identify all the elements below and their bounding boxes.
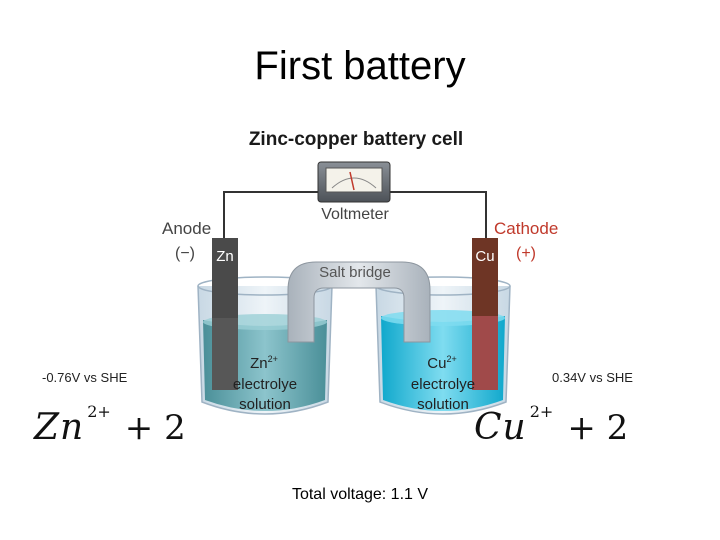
zn-electrode-label: Zn [216, 248, 234, 265]
copper-ion-symbol: Cu [474, 407, 527, 448]
anode-potential-label: -0.76V vs SHE [42, 370, 128, 385]
cathode-sign: (+) [516, 245, 536, 262]
slide-title: First battery [254, 44, 466, 88]
anode-sign: (−) [175, 245, 195, 262]
cu-electrode-label: Cu [475, 248, 494, 265]
copper-electrode [472, 238, 498, 390]
cathode-label: Cathode [494, 219, 558, 238]
voltmeter-label: Voltmeter [321, 206, 389, 223]
voltmeter [317, 161, 391, 203]
cathode-potential-label: 0.34V vs SHE [552, 370, 633, 385]
left-solution-word1: electrolye [233, 376, 297, 393]
zinc-ion-symbol: Zn [34, 407, 85, 448]
zinc-ion-charge: 2+ [87, 402, 111, 421]
total-voltage: Total voltage: 1.1 V [291, 486, 429, 503]
circuit-wires [223, 191, 487, 238]
diagram-heading: Zinc-copper battery cell [249, 129, 463, 150]
left-solution-ion: Zn2+ [250, 354, 278, 372]
right-solution-ion: Cu2+ [427, 354, 456, 372]
left-solution-word2: solution [239, 396, 291, 413]
salt-bridge [287, 261, 431, 343]
voltmeter-needle [349, 171, 355, 191]
zinc-equation-term: + 2 [124, 408, 186, 448]
zinc-electrode [212, 238, 238, 390]
copper-ion-charge: 2+ [529, 402, 554, 421]
right-solution-word1: electrolye [411, 376, 475, 393]
copper-equation-term: + 2 [567, 408, 629, 448]
salt-bridge-label: Salt bridge [319, 264, 391, 281]
anode-label: Anode [162, 219, 211, 238]
right-solution-word2: solution [417, 396, 469, 413]
